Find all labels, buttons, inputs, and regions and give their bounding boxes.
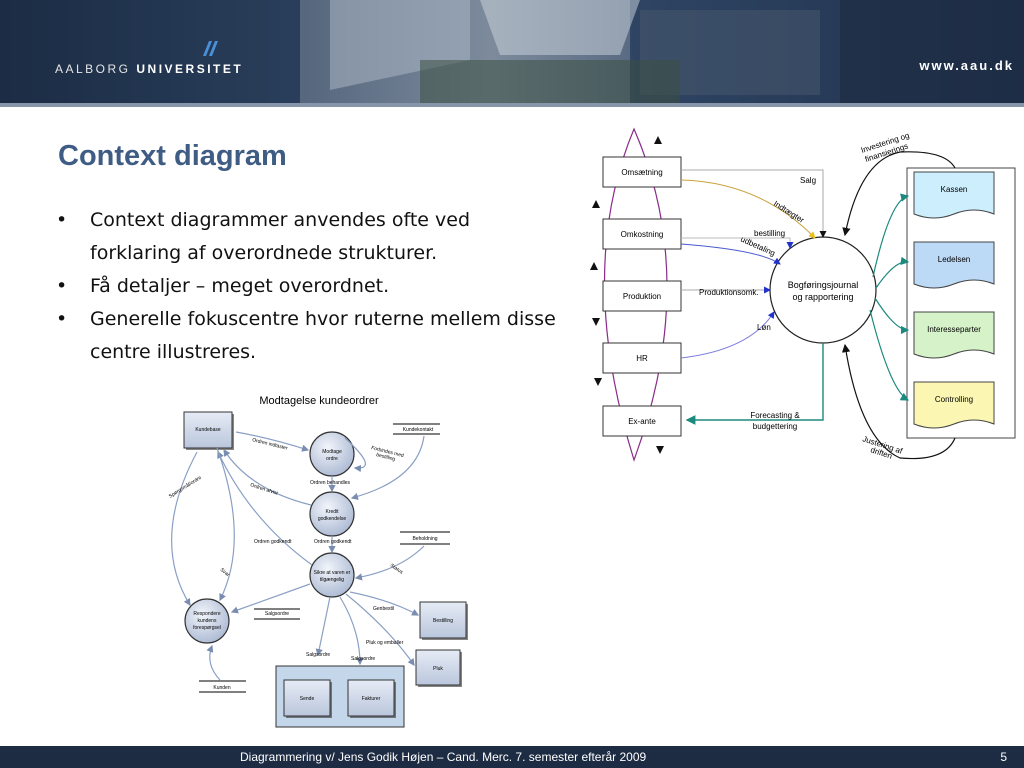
kundekontakt-label: Kundekontakt	[403, 427, 434, 433]
kundebase-label: Kundebase	[195, 427, 221, 433]
doc-ledelsen: Ledelsen	[913, 241, 995, 289]
page-number: 5	[1000, 750, 1007, 764]
entity-kundebase: Kundebase	[183, 411, 234, 450]
lbl-forbindes-2: bestilling	[376, 452, 397, 463]
banner-divider	[0, 103, 1024, 107]
box-omsaetning: Omsætning	[602, 156, 682, 188]
lbl-salg: Salg	[800, 176, 816, 185]
fakturer-label: Fakturer	[362, 696, 381, 702]
box-exante: Ex-ante	[602, 405, 682, 437]
respondere-label-2: kundens	[198, 618, 217, 624]
bullet-text: Generelle fokuscentre hvor ruterne melle…	[90, 308, 556, 363]
bullet-list: •Context diagrammer anvendes ofte ved fo…	[52, 204, 562, 369]
slide-footer: Diagrammering v/ Jens Godik Højen – Cand…	[0, 746, 1024, 768]
box-hr: HR	[602, 342, 682, 374]
slide-title: Context diagram	[58, 140, 287, 172]
store-kunden: Kunden	[199, 680, 246, 693]
bullet-item: •Generelle fokuscentre hvor ruterne mell…	[56, 308, 556, 363]
lbl-ordren-godkendt-b: Ordren godkendt	[314, 539, 352, 545]
doc-controlling: Controlling	[913, 381, 995, 429]
sikre-label-2: tilgængelig	[320, 577, 344, 583]
hr-label: HR	[636, 354, 648, 363]
exante-label: Ex-ante	[628, 417, 656, 426]
doc-interesseparter: Interesseparter	[913, 311, 995, 359]
store-beholdning: Beholdning	[400, 531, 450, 545]
center-bogforingsjournal: Bogføringsjournal og rapportering	[769, 236, 877, 344]
bullet-item: •Context diagrammer anvendes ofte ved fo…	[56, 209, 471, 264]
context-flows	[680, 151, 956, 460]
lbl-pluk-emballer: Pluk og emballer	[366, 640, 404, 646]
sende-label: Sende	[300, 696, 315, 702]
logo-text: AALBORG UNIVERSITET	[55, 62, 244, 76]
kunden-label: Kunden	[213, 685, 230, 691]
kredit-label-2: godkendelse	[318, 516, 347, 522]
store-kundekontakt: Kundekontakt	[393, 423, 440, 435]
lbl-ordren-behandles: Ordren behandles	[310, 480, 351, 486]
kassen-label: Kassen	[941, 185, 968, 194]
order-diagram-title: Modtagelse kundeordrer	[259, 395, 379, 407]
controlling-label: Controlling	[935, 395, 973, 404]
center-label-1: Bogføringsjournal	[788, 280, 859, 290]
lbl-ordren-godkendt-a: Ordren godkendt	[254, 539, 292, 545]
lbl-salgsordre-a: Salgsordre	[306, 652, 330, 658]
footer-text: Diagrammering v/ Jens Godik Højen – Cand…	[240, 750, 647, 764]
respondere-label-1: Respondere	[193, 611, 220, 617]
lbl-lon: Løn	[757, 323, 771, 332]
produktion-label: Produktion	[623, 292, 661, 301]
lbl-bestilling: bestilling	[754, 229, 785, 238]
pluk-label: Pluk	[433, 666, 443, 672]
lbl-forecasting-1: Forecasting &	[750, 411, 800, 420]
bullet-text: Context diagrammer anvendes ofte ved for…	[90, 209, 471, 264]
box-produktion: Produktion	[602, 280, 682, 312]
entity-bestilling: Bestilling	[419, 601, 468, 640]
bullet-text: Få detaljer – meget overordnet.	[90, 275, 390, 297]
doc-kassen: Kassen	[913, 171, 995, 219]
salgsordre-store-label: Salgsordre	[265, 611, 289, 617]
beholdning-label: Beholdning	[412, 536, 437, 542]
lbl-forecasting-2: budgettering	[753, 422, 797, 431]
lbl-indtaegter: Indtægter	[772, 199, 806, 225]
banner-photo	[300, 0, 1024, 103]
modtage-label-1: Modtage	[322, 449, 342, 455]
omkostning-label: Omkostning	[621, 230, 664, 239]
respondere-label-3: forespørgsel	[193, 625, 221, 631]
ledelsen-label: Ledelsen	[938, 255, 970, 264]
shipping-group: Sende Fakturer	[275, 665, 405, 728]
lbl-svar: Svar	[219, 567, 231, 578]
box-omkostning: Omkostning	[602, 218, 682, 250]
sikre-label-1: Sikre at varen er	[314, 570, 351, 576]
process-respondere: Respondere kundens forespørgsel	[184, 598, 230, 644]
site-url: www.aau.dk	[919, 58, 1014, 73]
store-salgsordre: Salgsordre	[254, 608, 300, 620]
center-label-2: og rapportering	[792, 292, 853, 302]
bestilling-label: Bestilling	[433, 618, 453, 624]
lbl-genbestil: Genbestil	[373, 606, 394, 612]
lbl-produktionsomk: Produktionsomk.	[699, 288, 759, 297]
order-flow-arrows	[171, 431, 425, 681]
entity-pluk: Pluk	[415, 649, 462, 687]
interesseparter-label: Interesseparter	[927, 325, 981, 334]
header-banner: AALBORG UNIVERSITET www.aau.dk	[0, 0, 1024, 103]
lbl-salgsordre-b: Salgsordre	[351, 656, 375, 662]
omsaetning-label: Omsætning	[621, 168, 662, 177]
modtage-label-2: ordre	[326, 456, 338, 462]
cycle-arrowheads	[590, 136, 664, 454]
kredit-label-1: Kredit	[325, 509, 339, 515]
bullet-item: •Få detaljer – meget overordnet.	[56, 275, 390, 297]
